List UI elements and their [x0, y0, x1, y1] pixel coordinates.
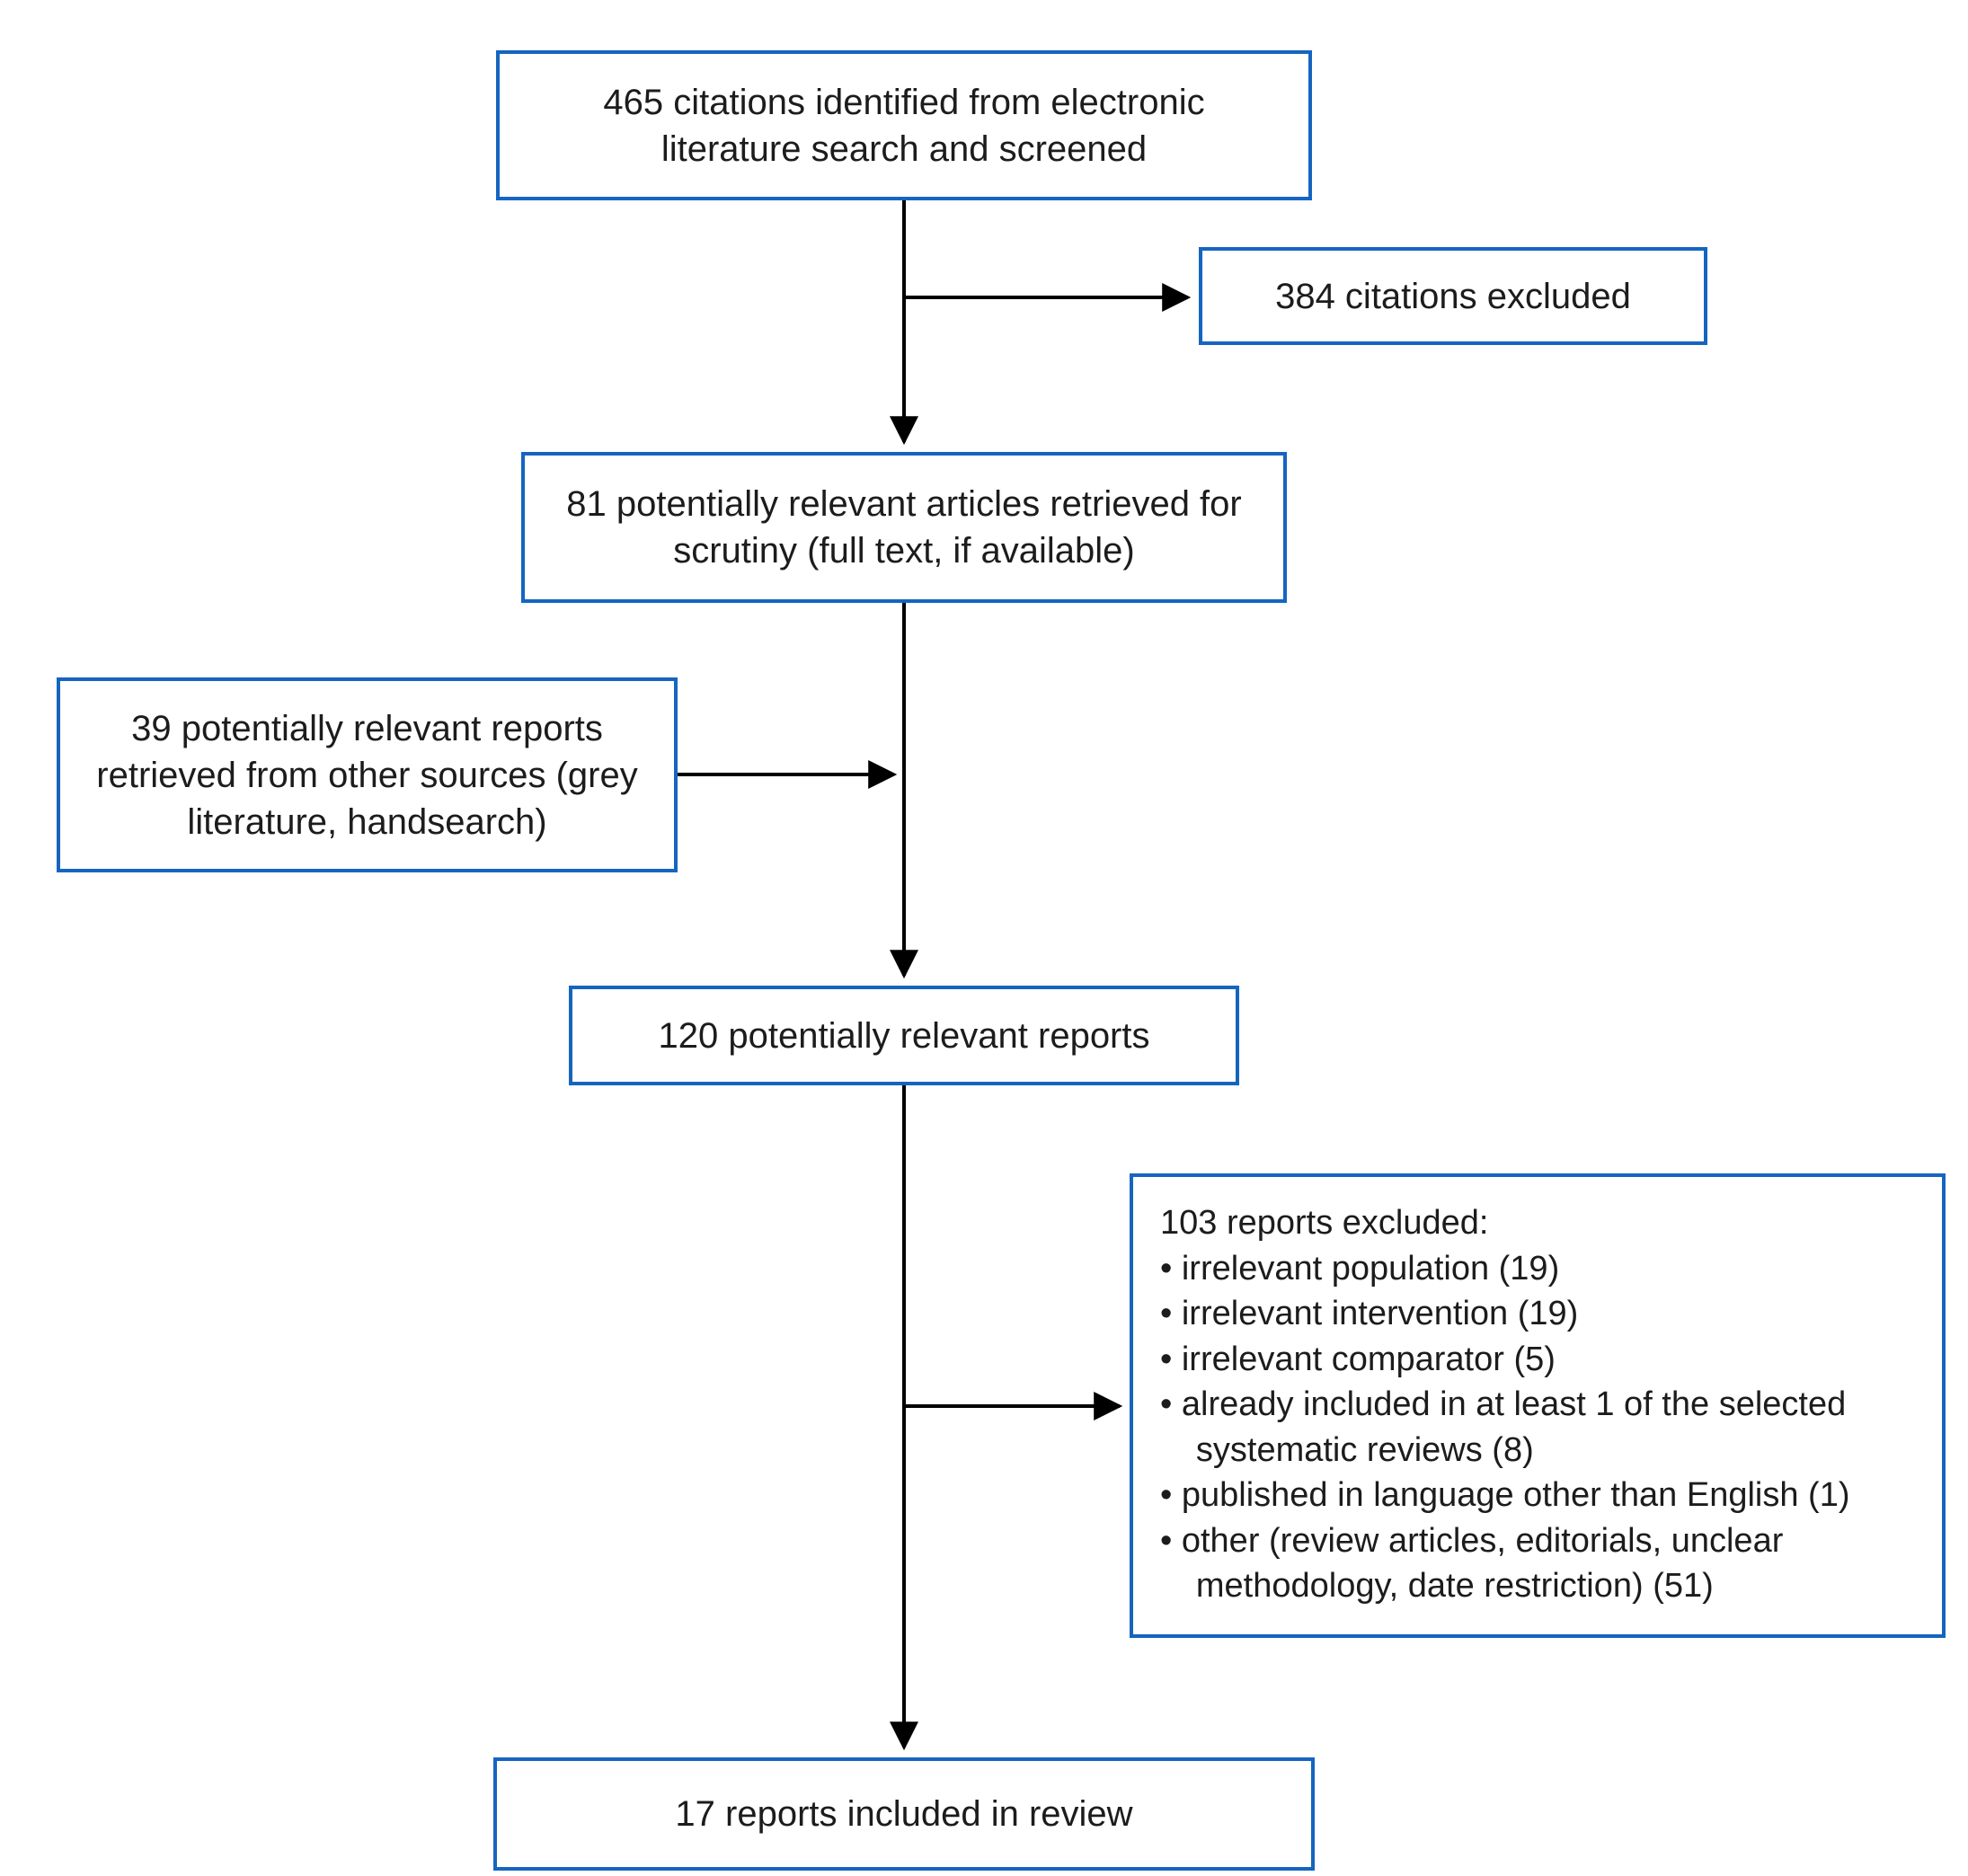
box-citations-excluded: 384 citations excluded: [1199, 247, 1707, 345]
box-citations-excluded-text: 384 citations excluded: [1275, 276, 1631, 316]
box-other-sources: 39 potentially relevant reports retrieve…: [57, 677, 678, 872]
box-reports-excluded: 103 reports excluded: • irrelevant popul…: [1130, 1173, 1946, 1638]
excluded-reason-item: • already included in at least 1 of the …: [1160, 1385, 1847, 1469]
box-reports-excluded-title: 103 reports excluded:: [1160, 1204, 1489, 1242]
box-reports-included: 17 reports included in review: [493, 1757, 1315, 1871]
box-articles-retrieved-text: 81 potentially relevant articles retriev…: [566, 484, 1242, 571]
box-potentially-relevant-reports-text: 120 potentially relevant reports: [658, 1015, 1150, 1056]
excluded-reason-item: • irrelevant population (19): [1160, 1249, 1560, 1288]
excluded-reason-item: • irrelevant comparator (5): [1160, 1340, 1556, 1378]
excluded-reason-item: • irrelevant intervention (19): [1160, 1295, 1579, 1333]
box-citations-identified-text: 465 citations identified from electronic…: [603, 82, 1205, 169]
excluded-reasons-list: • irrelevant population (19) • irrelevant…: [1160, 1246, 1915, 1609]
box-citations-identified: 465 citations identified from electronic…: [496, 50, 1312, 200]
box-articles-retrieved: 81 potentially relevant articles retriev…: [521, 452, 1287, 603]
box-reports-included-text: 17 reports included in review: [675, 1794, 1133, 1834]
box-other-sources-text: 39 potentially relevant reports retrieve…: [96, 708, 638, 842]
box-potentially-relevant-reports: 120 potentially relevant reports: [569, 986, 1239, 1085]
excluded-reason-item: • published in language other than Engli…: [1160, 1476, 1850, 1515]
excluded-reason-item: • other (review articles, editorials, un…: [1160, 1521, 1784, 1606]
